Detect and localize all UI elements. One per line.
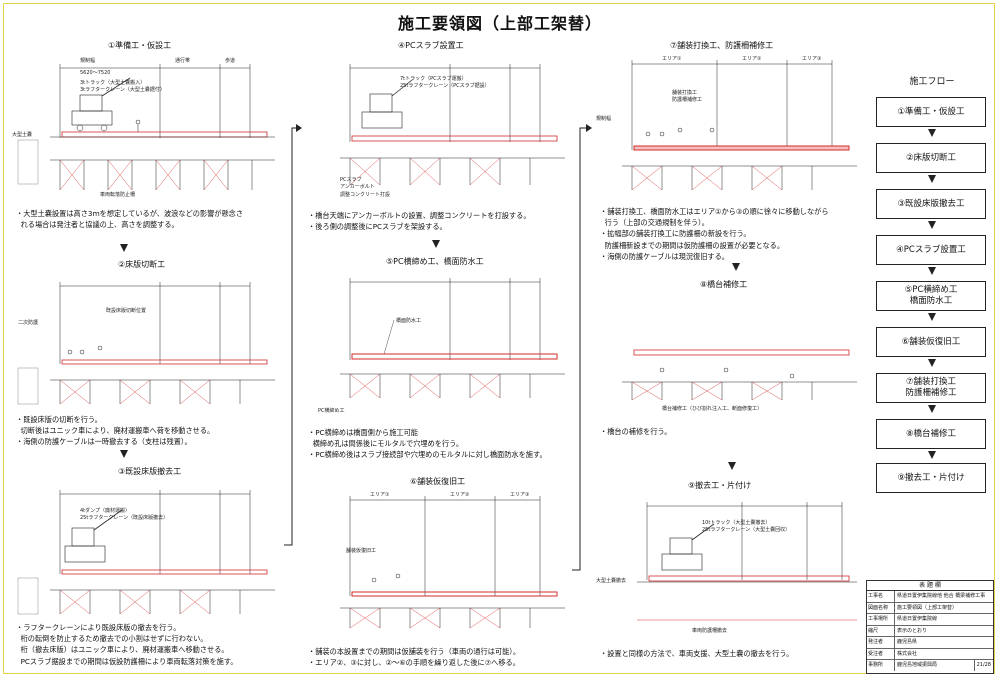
s8-label-repair: 橋台補修工（ひび割れ注入工、断面修復工） [662,405,762,412]
section-2-title: ②床版切断工 [118,260,166,269]
s4-label-anchor: アンカーボルト [340,183,375,190]
flow-step-8: ⑧橋台補修工 [876,419,986,449]
s6-area-2: エリア② [450,492,470,498]
flow-title: 施工フロー [909,77,955,87]
section-7-note: ・舗装打換工、橋面防水工はエリア①から③の順に徐々に移動しながら 行う（上部の交… [600,207,829,261]
sidewalk-label: 歩道 [225,57,235,64]
flow-arrow [732,263,740,271]
s4-label-crane: 25tラフタークレーン（PCスラブ据設） [400,82,490,89]
s9-label-bag: 大型土嚢撤去 [596,577,626,584]
s1-label-truck: 3tトラック（大型土嚢搬入） [80,79,145,86]
s9-label-truck: 10tトラック（大型土嚢撤去） [702,519,770,526]
section-8-note: ・橋台の補修を行う。 [600,427,672,436]
flow-arrow [928,175,936,183]
sheet-number: 21/28 [973,660,993,671]
title-block-head: 表 題 欄 [867,581,993,591]
s6-area-1: エリア① [370,492,390,498]
flow-arrow [120,450,128,458]
flow-arrow [432,240,440,248]
flow-step-2: ②床版切断工 [876,143,986,173]
s2-label-cut: 既設床版切断位置 [106,307,146,314]
s5-label-pc: PC横締め工 [318,407,345,414]
s7-label-fence: 防護柵補修工 [672,96,702,103]
section-2-note: ・既設床版の切断を行う。 切断後はユニック車により、廃材運搬車へ荷を移動させる。… [16,415,215,447]
s9-label-fence: 車両防護柵撤去 [692,627,727,634]
s7-label-width: 規制幅 [596,115,611,122]
title-block-row: 工事場所県道日置伊集院線 [867,614,993,626]
flow-arrow [120,244,128,252]
section-9-note: ・設置と同様の方法で、車両支援、大型土嚢の撤去を行う。 [600,649,794,658]
section-1-title: ①準備工・仮設工 [108,41,172,50]
flow-step-5: ⑤PC横締め工 橋面防水工 [876,281,986,311]
title-block: 表 題 欄 工事名県道日置伊集院線他 他合 橋梁補修工事 図面名称施工要領図（上… [866,580,994,674]
section-4-scene: 7tトラック（PCスラブ運搬） 25tラフタークレーン（PCスラブ据設） PCス… [340,64,565,198]
title-block-row: 縮尺表示のとおり [867,625,993,637]
section-5-note: ・PC横締めは橋面側から施工可能 横締め孔は間係後にモルタルで穴埋めを行う。 ・… [308,428,547,460]
section-6-scene: エリア① エリア② エリア③ 舗装仮復旧工 [340,492,565,629]
flow-step-1: ①準備工・仮設工 [876,97,986,127]
width-value: 5620～7520 [80,70,110,76]
section-8-title: ⑧橋台補修工 [700,280,748,289]
section-5-title: ⑤PC横締め工、橋面防水工 [386,257,484,266]
column-connector-1 [284,124,302,546]
s1-label-fence: 車両転落防止柵 [100,191,135,198]
section-6-note: ・舗装の本設置までの期間は仮舗装を行う（車両の通行は可能）。 ・エリア②、③に対… [308,647,521,668]
section-8-scene: 橋台補修工（ひび割れ注入工、断面修復工） [622,349,857,412]
s3-label-dump: 4tダンプ（廃材運搬） [80,507,130,514]
section-4-note: ・橋台天端にアンカーボルトの設置、調整コンクリートを打設する。 ・後ろ側の調整後… [308,211,531,232]
flow-arrow [928,267,936,275]
flow-step-6: ⑥舗装仮復旧工 [876,327,986,357]
drawing-frame [3,3,995,674]
s4-label-concrete: 調整コンクリート打設 [340,191,390,198]
s1-label-crane: 3tラフタークレーン（大型土嚢据付） [80,86,165,93]
walk-label: 通行帯 [175,57,190,64]
s4-label-slab: PCスラブ [340,176,362,183]
s6-label-paving: 舗装仮復旧工 [346,547,376,554]
flow-step-3: ③既設床版撤去工 [876,189,986,219]
s7-label-paving: 舗装打換工 [672,89,697,96]
section-9-scene: 10tトラック（大型土嚢撤去） 25tラフタークレーン（大型土嚢回収） 大型土嚢… [596,502,857,634]
section-3-scene: 4tダンプ（廃材運搬） 25tラフタークレーン（既設床版撤去） [17,490,275,615]
section-3-note: ・ラフタークレーンにより既設床版の撤去を行う。 桁の転倒を防止するため撤去での小… [16,623,238,666]
section-3-title: ③既設床版撤去工 [118,467,182,476]
width-label: 規制幅 [80,57,95,64]
flow-step-4: ④PCスラブ設置工 [876,235,986,265]
flow-step-7: ⑦舗装打換工 防護柵補修工 [876,373,986,403]
s3-label-crane: 25tラフタークレーン（既設床版撤去） [80,514,168,521]
flow-arrow [928,359,936,367]
flow-arrow [928,221,936,229]
section-6-title: ⑥舗装仮復旧工 [410,477,466,486]
flow-arrow [928,129,936,137]
title-block-row: 受注者株式会社 [867,648,993,660]
section-9-title: ⑨撤去工・片付け [688,481,752,490]
title-block-row: 図面名称施工要領図（上部工架替） [867,602,993,614]
section-7-title: ⑦舗装打換工、防護柵補修工 [670,41,774,50]
s1-label-bag: 大型土嚢 [12,131,32,138]
flow-arrow [928,405,936,413]
column-connector-2 [572,124,592,571]
flow-step-9: ⑨撤去工・片付け [876,463,986,493]
s7-area-2: エリア② [742,56,762,62]
s5-label-waterproof: 橋面防水工 [396,317,421,324]
s7-area-1: エリア① [662,56,682,62]
s4-label-truck: 7tトラック（PCスラブ運搬） [400,75,467,82]
section-1-note: ・大型土嚢設置は高さ3ｍを想定しているが、波浪などの影響が懸念さ れる場合は発注… [16,209,244,230]
section-5-scene: 橋面防水工 PC横締め工 [318,278,565,414]
drawing-title: 施工要領図（上部工架替） [397,14,602,33]
title-block-row: 発注者鹿児島県 [867,637,993,649]
section-1-scene: 規制幅 5620～7520 通行帯 歩道 3tトラック（大型土嚢搬入） 3tラフ… [12,57,275,198]
title-block-row: 工事名県道日置伊集院線他 他合 橋梁補修工事 [867,591,993,603]
s9-label-crane: 25tラフタークレーン（大型土嚢回収） [702,526,790,533]
flow-arrow [928,451,936,459]
section-4-title: ④PCスラブ設置工 [398,41,464,50]
s7-area-3: エリア③ [802,56,821,62]
section-7-scene: エリア① エリア② エリア③ 舗装打換工 防護柵補修工 規制幅 [596,56,857,191]
flow-arrow [728,462,736,470]
s2-label-guard: 二次防護 [18,319,38,326]
s6-area-3: エリア③ [510,492,529,498]
section-2-scene: 二次防護 既設床版切断位置 [17,282,275,405]
flow-arrow [928,313,936,321]
